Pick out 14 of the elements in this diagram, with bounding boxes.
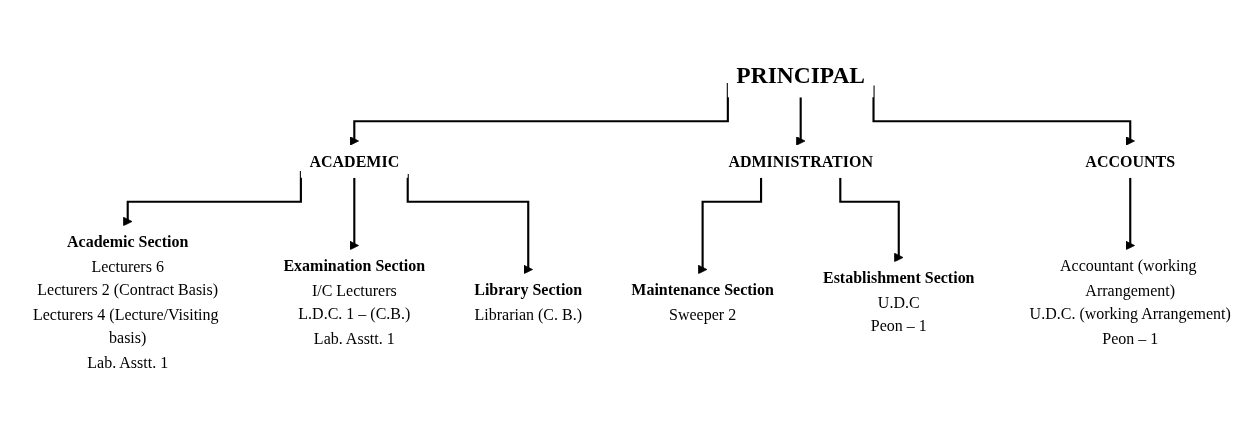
arrow <box>349 177 359 251</box>
node-text: Establishment Section U.D.C Peon – 1 <box>822 269 975 335</box>
arrow <box>697 177 763 275</box>
node-text: ADMINISTRATION <box>728 152 873 170</box>
node-text: ACCOUNTS <box>1085 152 1176 170</box>
arrow <box>839 177 904 263</box>
node-text: Accountant (working Arrangement) U.D.C. (working Arrangement) Peon – 1 <box>1029 257 1231 347</box>
node-text: Academic Section Lecturers 6 Lecturers 2 (Contract Basis) Lecturers 4 (Lecture/Visiting basis) Lab. Asstt. 1 <box>32 233 219 371</box>
node-text: Maintenance Section Sweeper 2 <box>631 281 774 323</box>
arrow <box>1125 177 1135 251</box>
node-text: Examination Section I/C Lecturers L.D.C. 1 – (C.B.) Lab. Asstt. 1 <box>283 257 426 347</box>
node-text: Library Section Librarian (C. B.) <box>474 281 583 323</box>
arrow <box>796 97 806 146</box>
node-text: ACADEMIC <box>309 152 400 170</box>
